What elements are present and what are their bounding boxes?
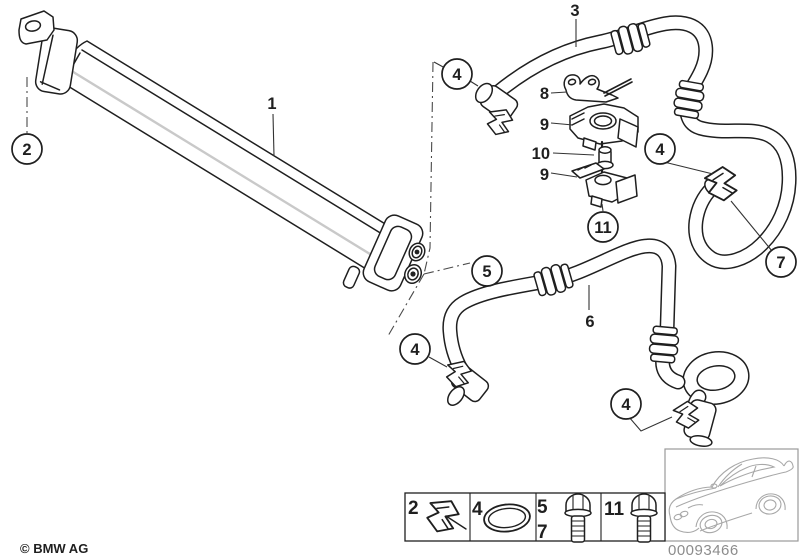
- retaining-clip-icon: [424, 496, 467, 536]
- svg-text:7[interactable]: 7: [776, 254, 785, 272]
- svg-text:11[interactable]: 11: [594, 219, 611, 237]
- clamp-stack: [563, 74, 639, 208]
- diagram-number: 00093466: [668, 542, 739, 559]
- bmw-copyright: © BMW AG: [20, 541, 88, 556]
- callout-4d[interactable]: 4: [610, 388, 642, 420]
- pipe-clamp-upper: [569, 103, 639, 151]
- callout-4c[interactable]: 4: [399, 333, 431, 365]
- callout-4b[interactable]: 4: [644, 133, 676, 165]
- holder-bracket: [563, 74, 633, 103]
- callouts: 1 2 3 4 4 4 4 5 6 7 8 9: [11, 2, 797, 420]
- car-sketch-icon: [668, 457, 794, 534]
- engine-oil-cooler: [61, 40, 414, 289]
- legend-cell-5-7[interactable]: 5 7: [537, 493, 592, 543]
- svg-text:2[interactable]: 2: [22, 141, 31, 159]
- svg-text:2[interactable]: 2: [408, 498, 419, 519]
- callout-9b[interactable]: 9: [540, 166, 549, 184]
- svg-text:4[interactable]: 4: [410, 341, 420, 359]
- callout-6[interactable]: 6: [585, 313, 594, 331]
- callout-11[interactable]: 11: [587, 211, 619, 243]
- cooler-connector: [362, 214, 426, 292]
- legend-cell-2[interactable]: 2: [408, 496, 467, 536]
- car-thumbnail: [664, 448, 799, 542]
- callout-2[interactable]: 2: [11, 133, 43, 165]
- svg-text:4[interactable]: 4: [472, 499, 483, 520]
- reference-lines: [26, 61, 471, 337]
- callout-7[interactable]: 7: [765, 246, 797, 278]
- legend-cell-4[interactable]: 4: [472, 499, 531, 534]
- legend-table: 2 4 5 7 11: [404, 492, 666, 543]
- legend-cell-11[interactable]: 11: [604, 493, 658, 543]
- svg-text:4[interactable]: 4: [655, 141, 665, 159]
- svg-text:11[interactable]: 11: [604, 499, 625, 520]
- o-ring-icon: [483, 503, 531, 533]
- svg-text:5[interactable]: 5: [482, 263, 491, 281]
- svg-text:4[interactable]: 4: [621, 396, 631, 414]
- callout-5[interactable]: 5: [471, 255, 503, 287]
- callout-9a[interactable]: 9: [540, 116, 549, 134]
- oil-cooler-hose-upper: [474, 15, 797, 270]
- hose-union-fitting-bottom: [671, 398, 717, 448]
- svg-text:4[interactable]: 4: [452, 66, 462, 84]
- callout-8[interactable]: 8: [540, 85, 549, 103]
- hose-union-fitting-upper: [474, 82, 519, 138]
- callout-4a[interactable]: 4: [441, 58, 473, 90]
- callout-1[interactable]: 1: [267, 95, 276, 113]
- callout-3[interactable]: 3: [570, 2, 579, 20]
- svg-text:5[interactable]: 5: [537, 497, 548, 518]
- svg-text:7[interactable]: 7: [537, 522, 548, 543]
- cooler-mounting-bracket: [18, 10, 79, 95]
- pipe-clamp-lower: [571, 162, 638, 208]
- leader-lines: [272, 19, 773, 432]
- hose-union-fitting-lower-left: [445, 359, 490, 406]
- oil-cooler-hose-lower: [442, 238, 750, 448]
- callout-10[interactable]: 10: [532, 145, 550, 163]
